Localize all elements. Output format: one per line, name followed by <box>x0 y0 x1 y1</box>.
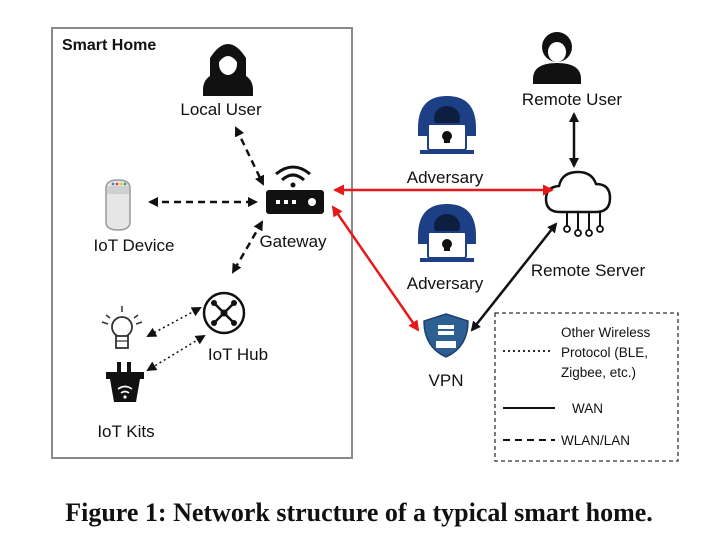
edge-vpn-server <box>470 222 558 332</box>
legend-wlan-lan: WLAN/LAN <box>561 433 630 448</box>
legend-wan: WAN <box>572 401 603 416</box>
vpn-label: VPN <box>429 371 464 390</box>
light-bulb-icon <box>101 306 143 349</box>
adversary-top-label: Adversary <box>407 168 484 187</box>
edge-hub-bulb <box>146 307 202 337</box>
remote-user-label: Remote User <box>522 90 622 109</box>
edge-hub-plug <box>146 334 206 372</box>
adversary-bottom-label: Adversary <box>407 274 484 293</box>
iot-hub-label: IoT Hub <box>208 345 268 364</box>
legend-other-wireless-line2: Protocol (BLE, <box>561 345 648 360</box>
edge-gateway-vpn <box>331 205 420 332</box>
user-icon <box>533 32 581 84</box>
iot-device-label: IoT Device <box>94 236 175 255</box>
legend-box <box>494 312 679 462</box>
gateway-label: Gateway <box>259 232 327 251</box>
iot-kits-label: IoT Kits <box>97 422 154 441</box>
router-icon <box>266 165 324 214</box>
edge-gateway-hub <box>231 220 264 274</box>
smart-home-title: Smart Home <box>62 37 156 54</box>
legend-other-wireless-line1: Other Wireless <box>561 325 651 340</box>
figure-caption: Figure 1: Network structure of a typical… <box>65 498 653 527</box>
smart-speaker-icon <box>105 179 131 231</box>
local-user-label: Local User <box>180 100 262 119</box>
legend-other-wireless-line3: Zigbee, etc.) <box>561 365 636 380</box>
cloud-icon <box>544 170 612 237</box>
edge-local-user-gateway <box>234 126 265 186</box>
hacker-icon <box>418 204 476 262</box>
vpn-shield-icon <box>423 313 469 358</box>
hub-icon <box>202 291 246 335</box>
remote-server-label: Remote Server <box>531 261 646 280</box>
user-icon <box>203 44 253 96</box>
smart-plug-icon <box>106 362 144 402</box>
hacker-icon <box>418 96 476 154</box>
